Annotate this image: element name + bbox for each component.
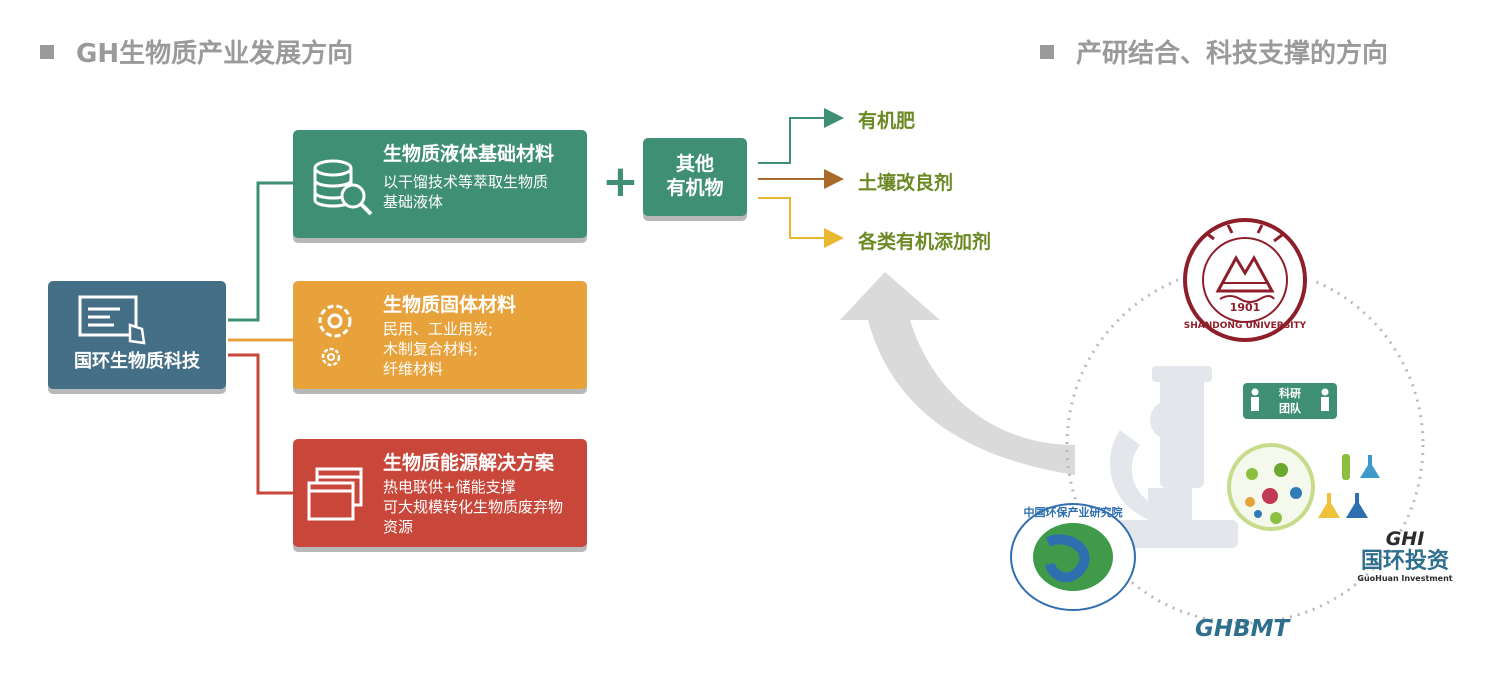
plus-sign: + bbox=[602, 156, 639, 207]
team-line-1: 科研 bbox=[1279, 387, 1301, 400]
root-label: 国环生物质科技 bbox=[74, 351, 200, 372]
card-liquid-line-1: 以干馏技术等萃取生物质 bbox=[383, 173, 549, 191]
card-liquid: 生物质液体基础材料 以干馏技术等萃取生物质 基础液体 bbox=[293, 130, 587, 238]
right-heading-text: 产研结合、科技支撑的方向 bbox=[1076, 39, 1389, 69]
database-search-icon bbox=[313, 159, 373, 216]
people-icon bbox=[1251, 388, 1329, 411]
left-heading: GH生物质产业发展方向 bbox=[40, 33, 353, 70]
institute-logo: 中国环保产业研究院 bbox=[1008, 502, 1138, 612]
card-solid-title: 生物质固体材料 bbox=[383, 294, 517, 316]
research-team-badge: 科研 团队 bbox=[1243, 383, 1337, 419]
root-box: 国环生物质科技 bbox=[48, 281, 226, 389]
card-solid-line-1: 民用、工业用炭; bbox=[383, 320, 494, 338]
university-year: 1901 bbox=[1229, 301, 1261, 314]
screen-touch-icon bbox=[78, 295, 146, 345]
link-additive bbox=[758, 197, 844, 248]
curved-arrow-icon bbox=[840, 272, 1075, 475]
bullet-square bbox=[40, 44, 54, 59]
link-fertilizer bbox=[758, 108, 844, 164]
bullet-square bbox=[1040, 44, 1054, 59]
team-line-2: 团队 bbox=[1279, 402, 1301, 415]
windows-icon bbox=[307, 467, 363, 521]
output-organic-additive: 各类有机添加剂 bbox=[858, 231, 992, 253]
output-fertilizer: 有机肥 bbox=[858, 110, 916, 132]
card-solid-line-3: 纤维材料 bbox=[383, 360, 444, 378]
other-organic-box: 其他 有机物 bbox=[643, 138, 747, 216]
card-energy: 生物质能源解决方案 热电联供+储能支撑 可大规模转化生物质废弃物 资源 bbox=[293, 439, 587, 547]
university-name: SHANDONG UNIVERSITY bbox=[1183, 321, 1307, 331]
institute-name: 中国环保产业研究院 bbox=[1023, 506, 1123, 519]
card-energy-title: 生物质能源解决方案 bbox=[383, 452, 555, 474]
other-line-2: 有机物 bbox=[666, 177, 724, 199]
link-root-liquid bbox=[228, 181, 293, 322]
right-heading: 产研结合、科技支撑的方向 bbox=[1040, 33, 1388, 70]
ghi-logo: GHI 国环投资 GuoHuan Investment bbox=[1352, 528, 1458, 583]
gears-icon bbox=[318, 304, 352, 367]
card-energy-line-1: 热电联供+储能支撑 bbox=[383, 478, 516, 496]
shandong-university-logo: 1901 SHANDONG UNIVERSITY bbox=[1178, 213, 1312, 347]
card-solid-line-2: 木制复合材料; bbox=[383, 340, 479, 358]
card-energy-line-3: 资源 bbox=[383, 518, 414, 536]
ghbmt-logo: GHBMT bbox=[1195, 616, 1290, 642]
card-liquid-line-2: 基础液体 bbox=[383, 193, 444, 211]
ghi-mark: GHI bbox=[1385, 528, 1425, 550]
link-root-energy bbox=[228, 353, 293, 495]
ghi-en: GuoHuan Investment bbox=[1357, 574, 1453, 583]
institute-emblem-icon bbox=[1010, 503, 1136, 611]
partner-circle bbox=[1065, 265, 1425, 625]
card-energy-line-2: 可大规模转化生物质废弃物 bbox=[383, 498, 564, 516]
other-line-1: 其他 bbox=[675, 153, 714, 175]
output-soil-conditioner: 土壤改良剂 bbox=[858, 172, 954, 194]
card-liquid-title: 生物质液体基础材料 bbox=[383, 143, 555, 165]
card-solid: 生物质固体材料 民用、工业用炭; 木制复合材料; 纤维材料 bbox=[293, 281, 587, 389]
ghi-name: 国环投资 bbox=[1360, 549, 1449, 574]
left-heading-text: GH生物质产业发展方向 bbox=[76, 39, 354, 69]
university-seal-icon bbox=[1178, 213, 1312, 347]
